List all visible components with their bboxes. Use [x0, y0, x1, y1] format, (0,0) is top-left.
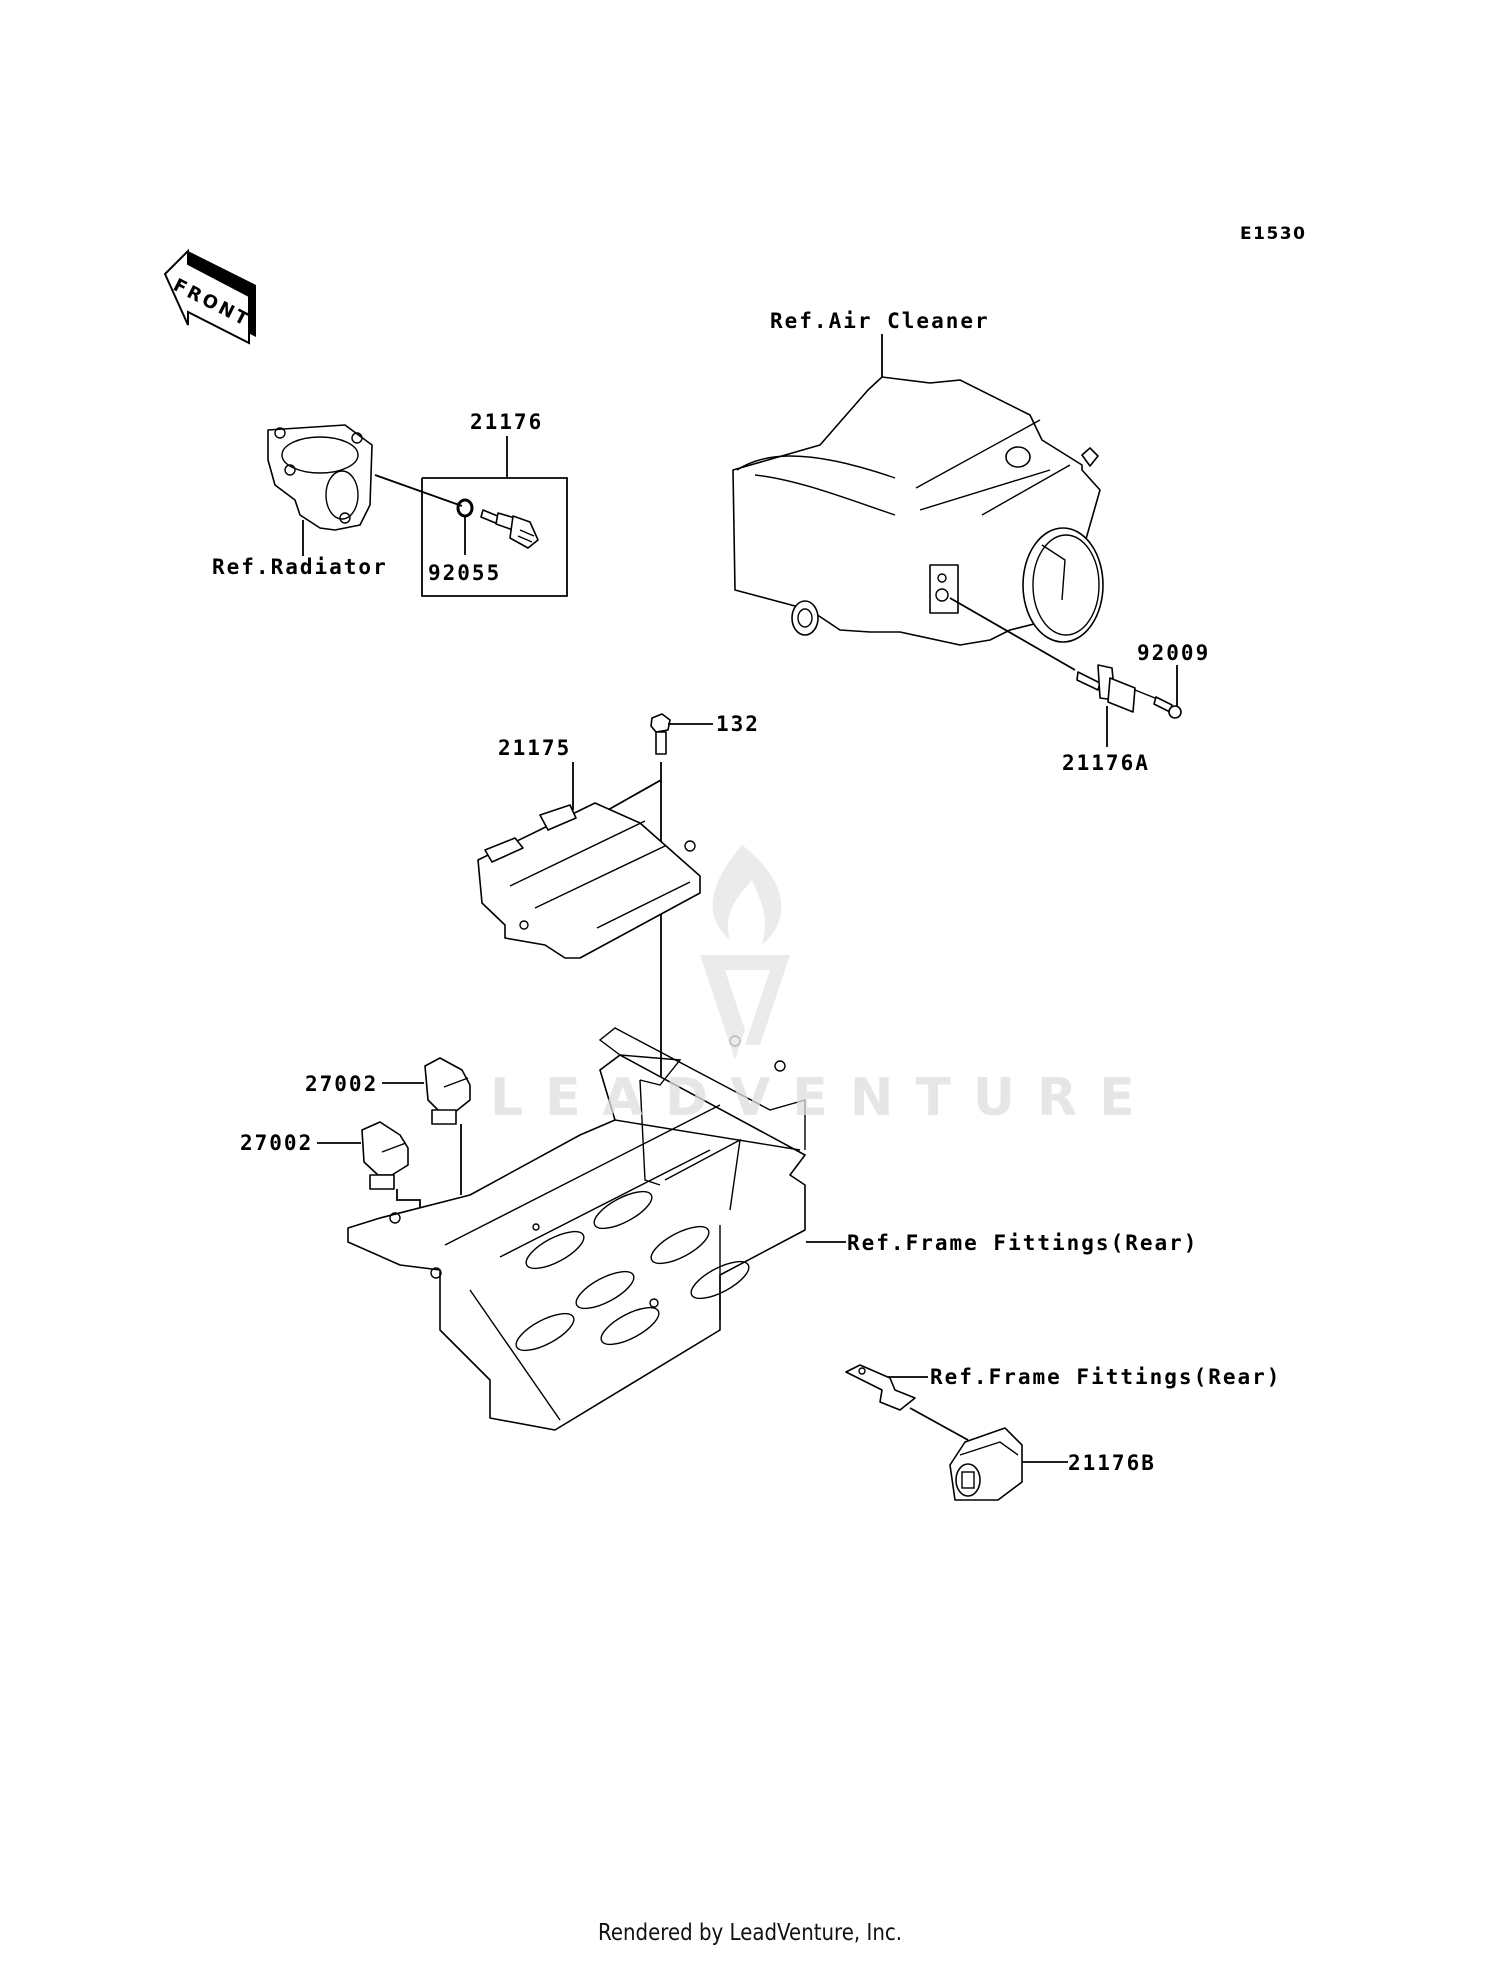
radiator-housing: [267, 424, 373, 556]
battery-tray: [347, 1027, 806, 1431]
screw-92009: [1153, 696, 1182, 719]
frame-bracket: [845, 1364, 916, 1411]
part-92009-label: 92009: [1137, 641, 1210, 665]
temperature-sensor-21176: [480, 509, 539, 549]
bolt-132: [650, 713, 671, 755]
relay-27002-lower: [361, 1121, 409, 1190]
part-21176-label: 21176: [470, 410, 543, 434]
footer-credit: Rendered by LeadVenture, Inc.: [597, 1920, 903, 1946]
part-21176B-label: 21176B: [1068, 1451, 1156, 1475]
air-cleaner-housing: [732, 376, 1104, 646]
part-27002-lower-label: 27002: [240, 1131, 313, 1155]
relay-27002-upper: [424, 1057, 471, 1125]
o-ring-92055: [456, 498, 474, 518]
part-27002-upper-label: 27002: [305, 1072, 378, 1096]
ref-frame-fittings-rear-label-1: Ref.Frame Fittings(Rear): [847, 1231, 1198, 1255]
part-132-label: 132: [716, 712, 760, 736]
part-92055-label: 92055: [428, 561, 501, 585]
front-arrow-icon: FRONT: [163, 248, 256, 345]
part-21176A-label: 21176A: [1062, 751, 1150, 775]
ecu-21175: [477, 802, 701, 959]
part-21175-label: 21175: [498, 736, 571, 760]
ref-frame-fittings-rear-label-2: Ref.Frame Fittings(Rear): [930, 1365, 1281, 1389]
connector-21176B: [949, 1427, 1023, 1501]
diagram-code: E1530: [1240, 224, 1306, 244]
ref-radiator-label: Ref.Radiator: [212, 555, 388, 579]
intake-air-sensor-21176A: [1076, 664, 1136, 713]
part-21176-group: 21176 92055: [421, 410, 568, 597]
ref-air-cleaner-label: Ref.Air Cleaner: [770, 309, 990, 333]
